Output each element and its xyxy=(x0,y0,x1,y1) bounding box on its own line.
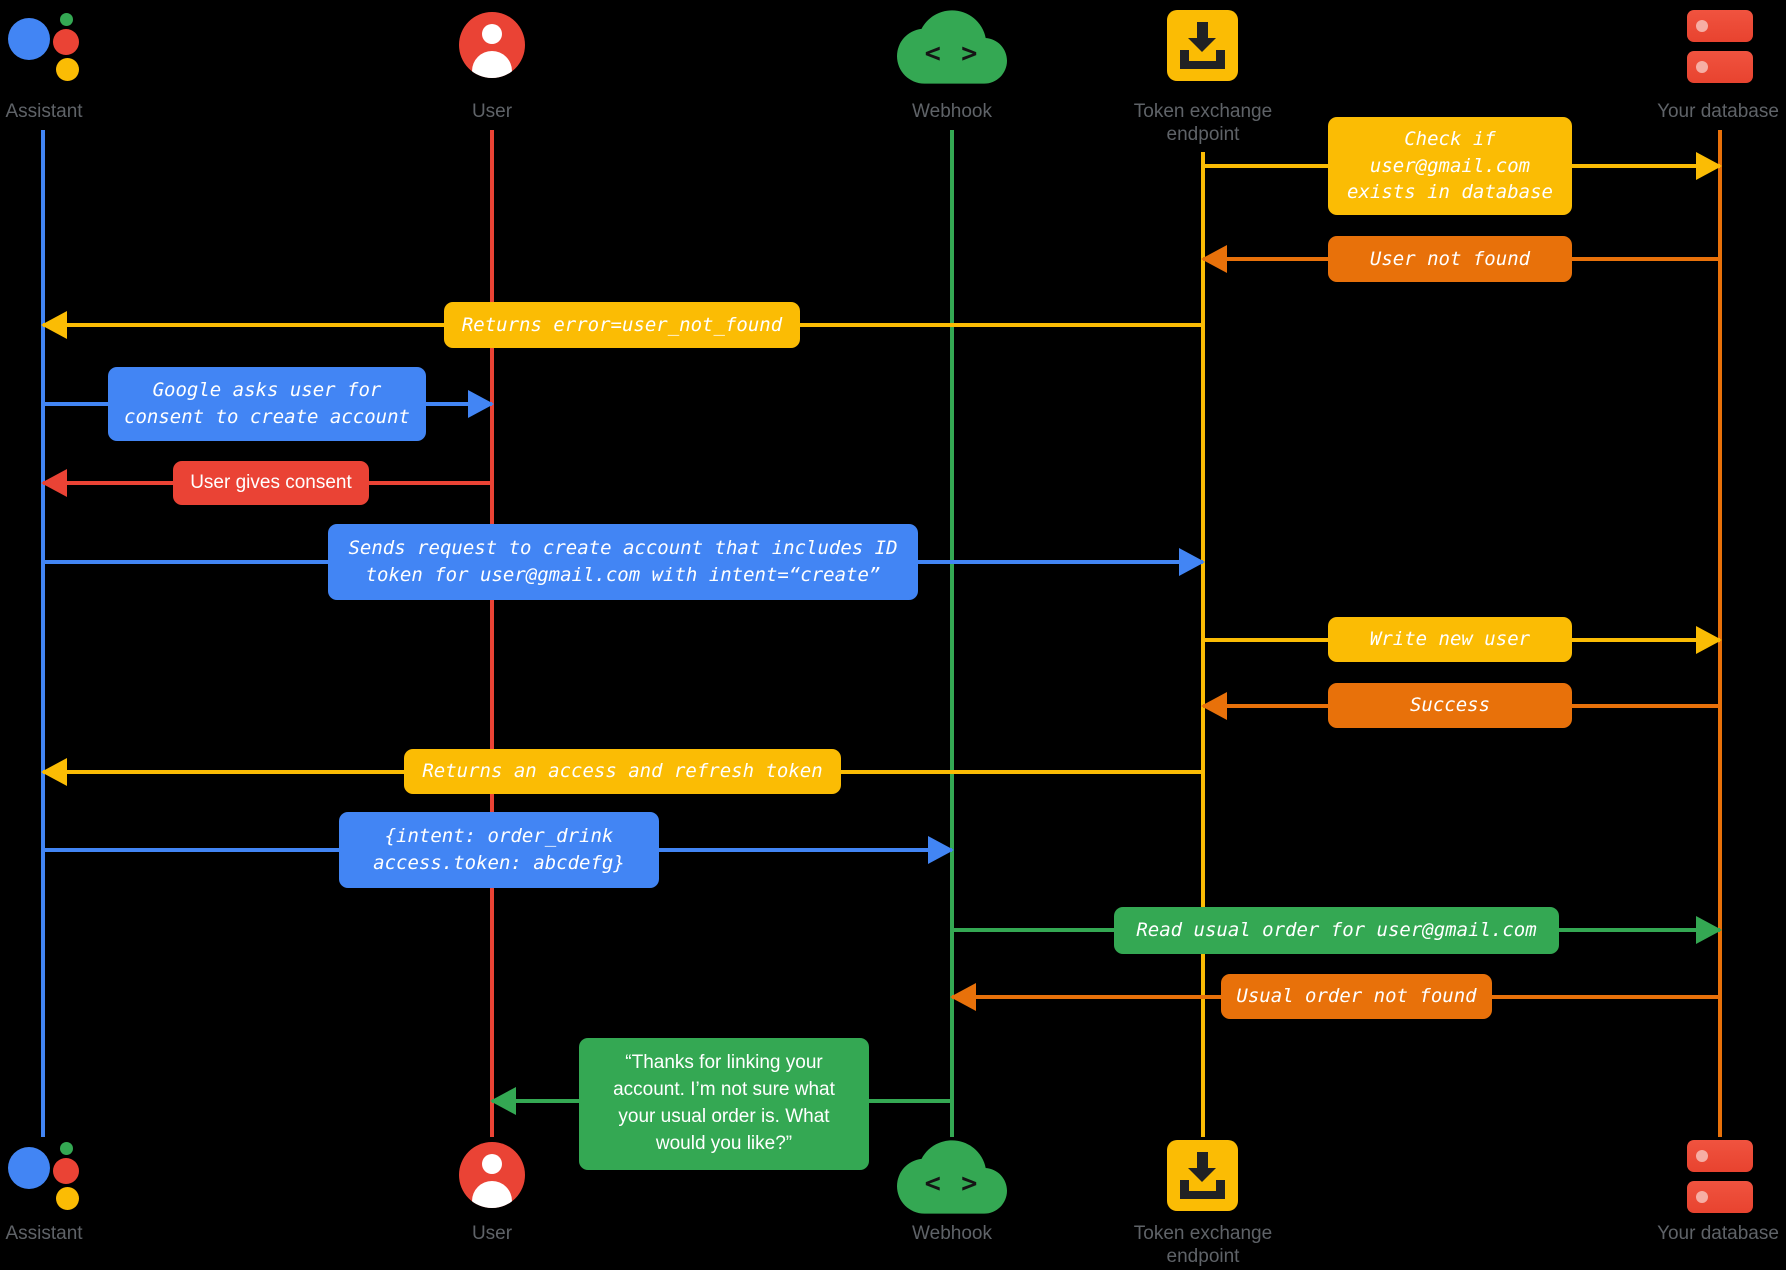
token-exchange-icon xyxy=(1167,1140,1238,1211)
assistant-red-circle xyxy=(53,29,79,55)
actor-label-assistant-bottom: Assistant xyxy=(5,1223,83,1244)
message-label-user-gives-consent: User gives consent xyxy=(173,461,369,505)
database-bar-bottom xyxy=(1687,51,1753,83)
message-label-assistant-reply: “Thanks for linking your account. I’m no… xyxy=(579,1038,869,1170)
user-body xyxy=(472,51,512,78)
database-dot xyxy=(1696,61,1708,73)
assistant-green-dot xyxy=(60,13,73,26)
actor-label-user-bottom: User xyxy=(471,1223,513,1244)
user-body xyxy=(472,1181,512,1208)
database-icon xyxy=(1687,1140,1753,1213)
message-label-returns-error: Returns error=user_not_found xyxy=(444,302,800,348)
token-exchange-icon xyxy=(1167,10,1238,81)
user-icon xyxy=(459,12,525,78)
arrowhead-icon xyxy=(1201,245,1227,273)
arrowhead-icon xyxy=(1696,916,1722,944)
message-label-returns-tokens: Returns an access and refresh token xyxy=(404,749,841,794)
database-dot xyxy=(1696,1191,1708,1203)
message-label-read-usual-order: Read usual order for user@gmail.com xyxy=(1114,907,1559,954)
tray-right-wall xyxy=(1216,1180,1225,1199)
arrowhead-icon xyxy=(468,390,494,418)
actor-label-webhook-bottom: Webhook xyxy=(912,1223,992,1244)
user-head xyxy=(482,1154,502,1174)
assistant-blue-circle xyxy=(8,18,50,60)
database-bar-top xyxy=(1687,10,1753,42)
webhook-cloud-icon: < > xyxy=(897,1140,1007,1214)
lifeline-token-exchange xyxy=(1201,152,1205,1137)
lifeline-webhook xyxy=(950,130,954,1137)
assistant-logo-icon xyxy=(8,10,81,83)
tray-left-wall xyxy=(1180,1180,1189,1199)
assistant-yellow-circle xyxy=(56,1187,79,1210)
arrowhead-icon xyxy=(490,1087,516,1115)
message-label-user-not-found: User not found xyxy=(1328,236,1572,282)
cloud-shape xyxy=(897,10,1007,84)
webhook-cloud-icon: < > xyxy=(897,10,1007,84)
arrowhead-icon xyxy=(1696,626,1722,654)
arrowhead-icon xyxy=(1179,548,1205,576)
database-bar-bottom xyxy=(1687,1181,1753,1213)
user-icon xyxy=(459,1142,525,1208)
actor-label-token-exchange-bottom: Token exchange endpoint xyxy=(1133,1223,1273,1268)
tray-right-wall xyxy=(1216,50,1225,69)
lifeline-user xyxy=(490,130,494,1137)
actor-label-assistant-top: Assistant xyxy=(5,101,83,122)
tray-bottom xyxy=(1180,61,1225,69)
message-label-write-new-user: Write new user xyxy=(1328,617,1572,662)
assistant-yellow-circle xyxy=(56,58,79,81)
download-arrow-shaft xyxy=(1197,1152,1208,1168)
arrowhead-icon xyxy=(950,983,976,1011)
user-head xyxy=(482,24,502,44)
database-bar-top xyxy=(1687,1140,1753,1172)
arrowhead-icon xyxy=(41,469,67,497)
message-label-google-asks-consent: Google asks user for consent to create a… xyxy=(108,367,426,441)
tray-bottom xyxy=(1180,1191,1225,1199)
message-label-create-account-request: Sends request to create account that inc… xyxy=(328,524,918,600)
actor-label-token-exchange-top: Token exchange endpoint xyxy=(1133,101,1273,146)
database-icon xyxy=(1687,10,1753,83)
message-label-intent-order-drink: {intent: order_drink access.token: abcde… xyxy=(339,812,659,888)
arrowhead-icon xyxy=(1201,692,1227,720)
arrowhead-icon xyxy=(41,311,67,339)
code-icon: < > xyxy=(924,38,980,69)
lifeline-assistant xyxy=(41,130,45,1137)
arrowhead-icon xyxy=(1696,152,1722,180)
cloud-shape xyxy=(897,1140,1007,1214)
download-arrow-head xyxy=(1188,38,1216,52)
actor-label-database-top: Your database xyxy=(1657,101,1779,122)
arrowhead-icon xyxy=(928,836,954,864)
download-arrow-shaft xyxy=(1197,22,1208,38)
actor-label-database-bottom: Your database xyxy=(1657,1223,1779,1244)
code-icon: < > xyxy=(924,1168,980,1199)
assistant-red-circle xyxy=(53,1158,79,1184)
database-dot xyxy=(1696,20,1708,32)
message-label-usual-order-not-found: Usual order not found xyxy=(1221,974,1492,1019)
database-dot xyxy=(1696,1150,1708,1162)
message-label-check-user-exists: Check if user@gmail.com exists in databa… xyxy=(1328,117,1572,215)
assistant-green-dot xyxy=(60,1142,73,1155)
download-arrow-head xyxy=(1188,1168,1216,1182)
assistant-logo-icon xyxy=(8,1139,81,1212)
assistant-blue-circle xyxy=(8,1147,50,1189)
tray-left-wall xyxy=(1180,50,1189,69)
actor-label-webhook-top: Webhook xyxy=(912,101,992,122)
message-label-success: Success xyxy=(1328,683,1572,728)
actor-label-user-top: User xyxy=(471,101,513,122)
arrowhead-icon xyxy=(41,758,67,786)
